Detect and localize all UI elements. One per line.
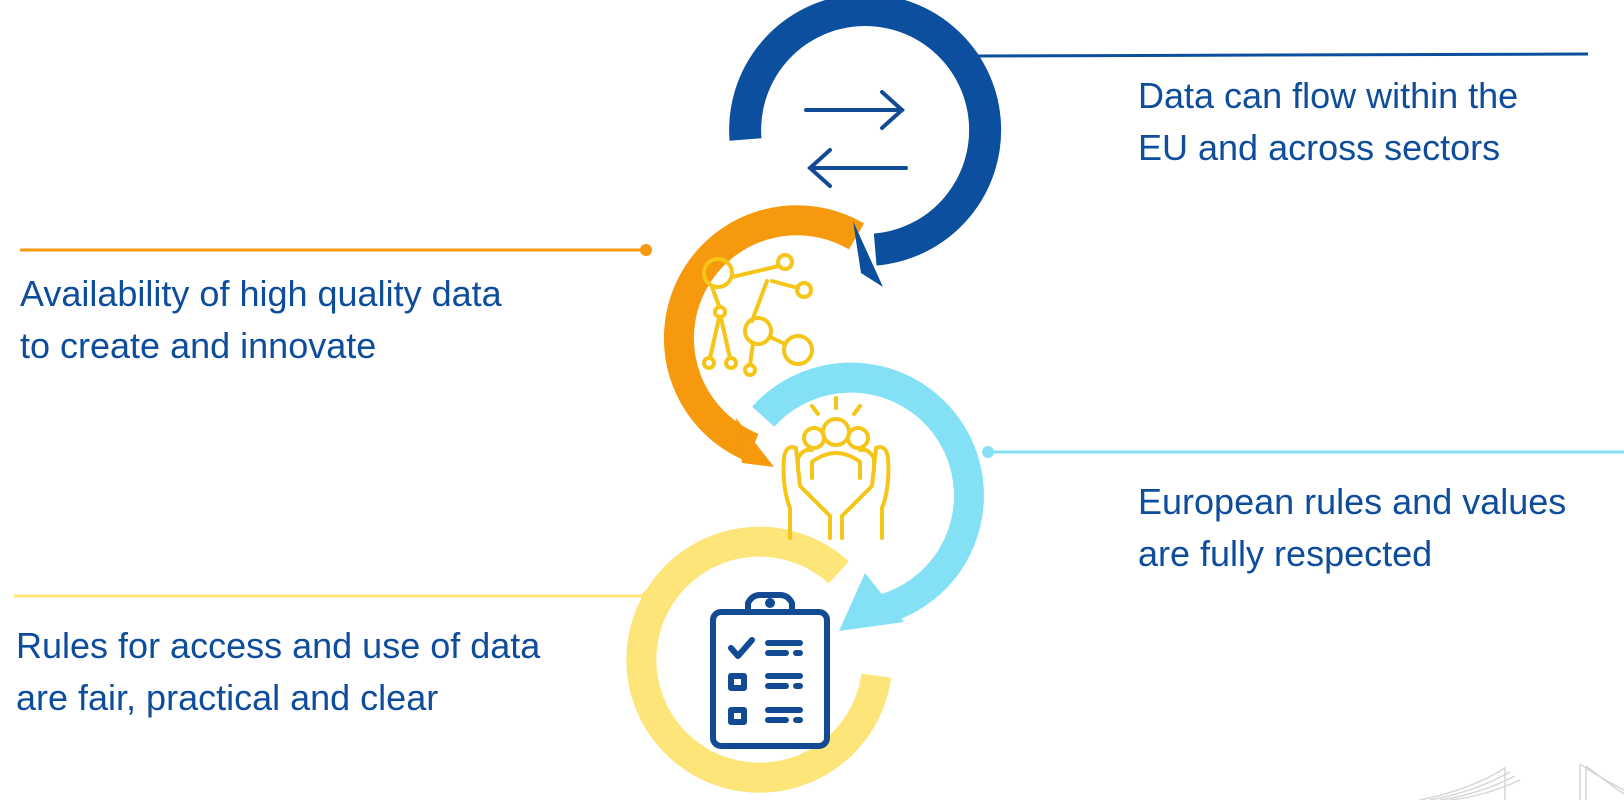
statement-text-line: are fair, practical and clear: [16, 677, 439, 718]
statement-text-line: Availability of high quality data: [20, 273, 502, 314]
ring-orange: [664, 205, 865, 462]
ring-dark-blue: [729, 0, 1002, 266]
statement-text-line: are fully respected: [1138, 533, 1433, 574]
arrowhead-light-blue: [839, 573, 904, 631]
statement-text-line: EU and across sectors: [1138, 127, 1501, 168]
connector-european-rules: [982, 446, 1624, 458]
ring-yellow: [626, 526, 892, 793]
connector-data-flow: [966, 50, 1589, 62]
network-nodes-icon: [702, 253, 814, 377]
statement-data-flow: Data can flow within the EU and across s…: [1138, 70, 1518, 174]
connector-data-availability: [20, 244, 652, 256]
arrowhead-orange: [736, 418, 774, 467]
exchange-arrows-icon: [804, 90, 908, 188]
ring-light-blue: [752, 362, 984, 625]
building-wave-icon: [1419, 763, 1624, 800]
statement-text-line: European rules and values: [1138, 481, 1567, 522]
clipboard-checklist-icon: [710, 592, 830, 749]
statement-text-line: to create and innovate: [20, 325, 377, 366]
statement-access-rules: Rules for access and use of data are fai…: [16, 620, 540, 724]
people-in-hands-icon: [781, 396, 891, 540]
statement-text-line: Rules for access and use of data: [16, 625, 541, 666]
connector-access-rules: [14, 590, 654, 602]
statement-data-availability: Availability of high quality data to cre…: [20, 268, 502, 372]
statement-european-rules: European rules and values are fully resp…: [1138, 476, 1566, 580]
statement-text-line: Data can flow within the: [1138, 75, 1519, 116]
arrowhead-dark-blue: [853, 221, 883, 287]
